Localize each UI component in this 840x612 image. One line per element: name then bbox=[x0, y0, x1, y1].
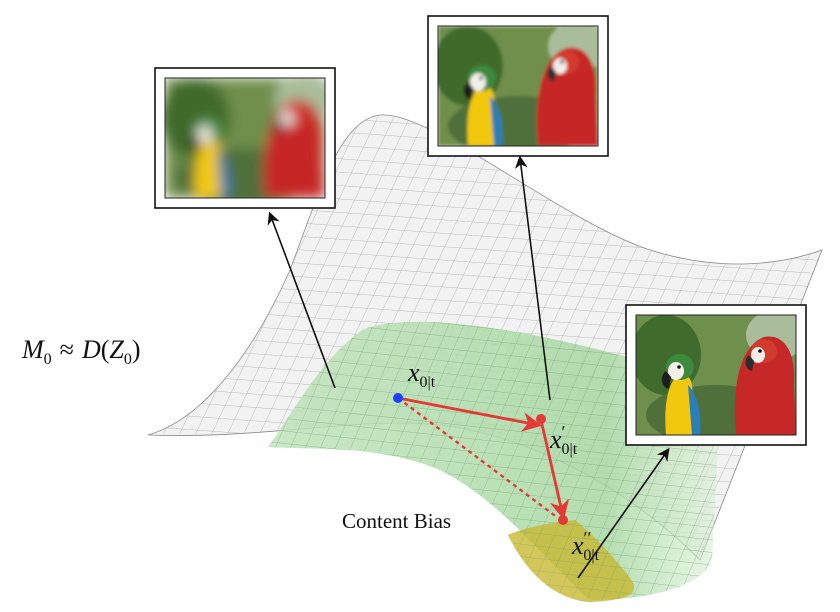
arrow-to-sharp-image bbox=[577, 447, 670, 579]
content-bias-caption: Content Bias bbox=[342, 509, 451, 533]
label-x1: x′0|t bbox=[549, 422, 578, 458]
dotted-path bbox=[397, 397, 559, 519]
end-point bbox=[558, 515, 568, 525]
arrow-to-blurry-image bbox=[267, 211, 336, 389]
label-x0: x0|t bbox=[407, 358, 436, 391]
content-bias-region bbox=[508, 520, 635, 602]
path-segment-1 bbox=[397, 396, 542, 432]
label-x2: x′′0|t bbox=[571, 528, 600, 564]
path-segment-2 bbox=[539, 419, 570, 520]
green-manifold-region bbox=[268, 321, 720, 600]
manifold-label: M0≈D(Z0) bbox=[21, 335, 141, 368]
thumbnail-sharp bbox=[625, 304, 807, 446]
arrow-to-medium-image bbox=[514, 155, 551, 401]
thumbnail-medium bbox=[427, 15, 609, 157]
start-point bbox=[393, 393, 403, 403]
middle-point bbox=[536, 414, 546, 424]
thumbnail-blurry bbox=[154, 67, 336, 209]
manifold-symbol: M bbox=[21, 335, 45, 364]
